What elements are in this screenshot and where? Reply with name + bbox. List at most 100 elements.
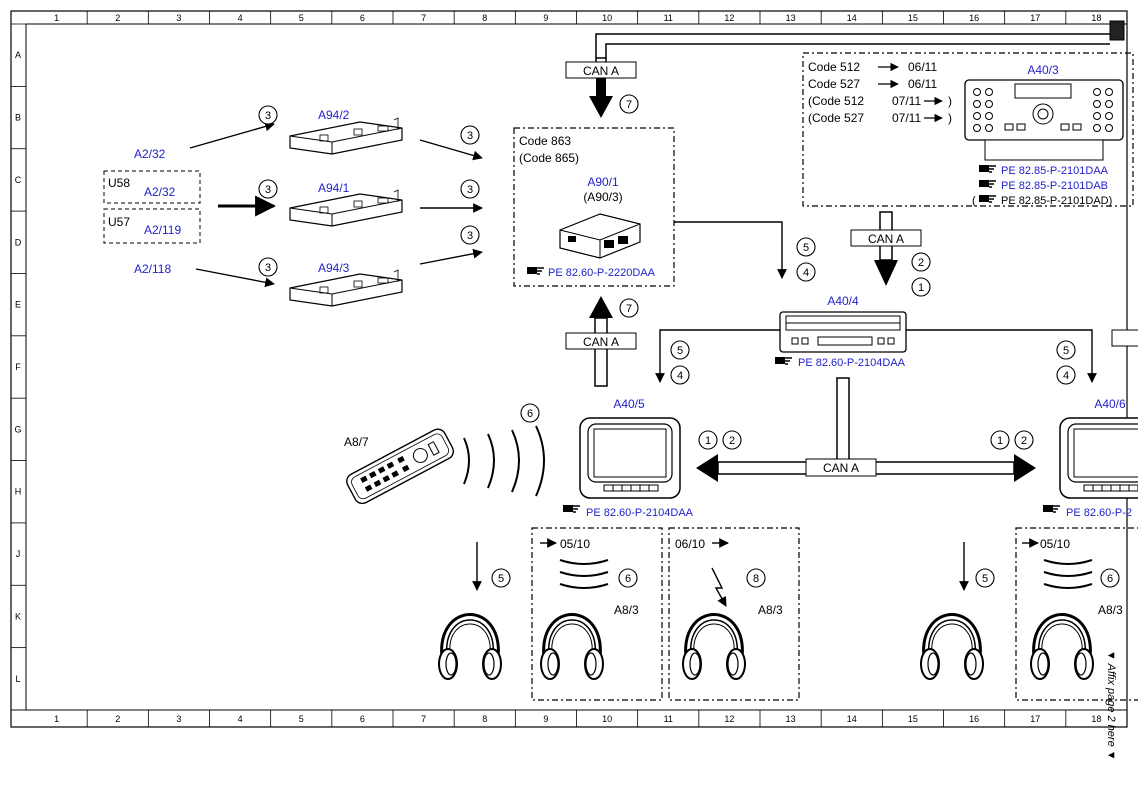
label-a94-3: A94/3 bbox=[318, 261, 350, 275]
callout-number: 7 bbox=[626, 303, 632, 315]
code-512: Code 512 bbox=[808, 60, 860, 74]
grid-column-label: 18 bbox=[1091, 714, 1101, 724]
code-527b: (Code 527 bbox=[808, 111, 864, 125]
code-863: Code 863 bbox=[519, 134, 571, 148]
callout-number: 4 bbox=[1063, 370, 1069, 382]
callout-circle bbox=[670, 365, 690, 385]
callout-number: 3 bbox=[467, 230, 473, 242]
can-label-right: CAN A bbox=[868, 232, 904, 246]
callout-circle bbox=[619, 94, 639, 114]
callout-number: 5 bbox=[498, 573, 504, 585]
arrow-glyphs bbox=[878, 62, 943, 123]
grid-row-label: A bbox=[15, 50, 21, 60]
headphone-icon bbox=[437, 613, 503, 681]
svg-text:(: ( bbox=[972, 195, 976, 207]
callout-number: 1 bbox=[997, 435, 1003, 447]
headphone-icon bbox=[681, 613, 747, 681]
label-a2-32-box: A2/32 bbox=[144, 185, 176, 199]
grid-row-label: F bbox=[15, 362, 21, 372]
callout-number: 4 bbox=[677, 370, 683, 382]
grid-column-label: 2 bbox=[115, 13, 120, 23]
ref-a40-6: PE 82.60-P-2 bbox=[1066, 507, 1132, 519]
u58-box bbox=[103, 170, 201, 204]
a40-3-box bbox=[802, 52, 1134, 207]
label-a40-5: A40/5 bbox=[613, 397, 645, 411]
callout-number: 3 bbox=[265, 262, 271, 274]
grid-row-label: L bbox=[15, 674, 20, 684]
label-a94-1: A94/1 bbox=[318, 181, 350, 195]
label-a8-3-1: A8/3 bbox=[614, 603, 639, 617]
grid-column-label: 8 bbox=[482, 714, 487, 724]
grid-column-label: 6 bbox=[360, 714, 365, 724]
grid-column-label: 4 bbox=[238, 714, 243, 724]
top-bus-lines bbox=[595, 20, 1125, 58]
a40-3-codes: Code 512 06/11 Code 527 06/11 (Code 512 … bbox=[808, 60, 952, 125]
grid-column-label: 13 bbox=[786, 714, 796, 724]
grid-column-label: 10 bbox=[602, 714, 612, 724]
a90-device bbox=[559, 213, 641, 259]
code-865: (Code 865) bbox=[519, 151, 579, 165]
callout-circle bbox=[258, 179, 278, 199]
label-a2-118: A2/118 bbox=[134, 262, 171, 276]
affix-note: ▼ Affix page 2 here ▼ bbox=[1105, 650, 1117, 761]
grid-column-label: 11 bbox=[664, 714, 673, 724]
grid-column-label: 15 bbox=[908, 13, 918, 23]
grid-row-label: E bbox=[15, 300, 21, 310]
can-label-horizontal: CAN A bbox=[823, 461, 859, 475]
label-a8-3-3: A8/3 bbox=[1098, 603, 1123, 617]
a40-5-monitor bbox=[579, 417, 681, 499]
callout-number: 5 bbox=[1063, 345, 1069, 357]
grid-column-label: 7 bbox=[421, 13, 426, 23]
grid-column-label: 6 bbox=[360, 13, 365, 23]
a94-1-module bbox=[289, 189, 403, 227]
a40-3-head-unit bbox=[964, 79, 1124, 161]
grid-column-label: 1 bbox=[54, 714, 59, 724]
callout-circle bbox=[1014, 430, 1034, 450]
a8-3-box-2 bbox=[668, 527, 800, 701]
headphone-icon bbox=[919, 613, 985, 681]
label-a2-32-top: A2/32 bbox=[134, 147, 166, 161]
ref-a90: PE 82.60-P-2220DAA bbox=[548, 267, 656, 279]
code-527b-date: 07/11 bbox=[892, 111, 921, 125]
a40-6-monitor bbox=[1059, 417, 1138, 499]
close-paren-1: ) bbox=[948, 94, 952, 108]
code-527-date: 06/11 bbox=[908, 77, 937, 91]
label-a8-3-2: A8/3 bbox=[758, 603, 783, 617]
grid-column-label: 3 bbox=[176, 13, 181, 23]
callout-number: 3 bbox=[467, 184, 473, 196]
label-u57: U57 bbox=[108, 215, 130, 229]
callout-circle bbox=[911, 252, 931, 272]
date-0610: 06/10 bbox=[675, 537, 705, 551]
callout-circle bbox=[911, 277, 931, 297]
grid-column-label: 4 bbox=[238, 13, 243, 23]
label-a2-119: A2/119 bbox=[144, 223, 181, 237]
grid-column-label: 5 bbox=[299, 13, 304, 23]
grid-column-label: 9 bbox=[543, 13, 548, 23]
grid-column-label: 16 bbox=[969, 714, 979, 724]
grid-row-label: B bbox=[15, 113, 21, 123]
ref-a40-5: PE 82.60-P-2104DAA bbox=[586, 507, 694, 519]
a90-box bbox=[513, 127, 675, 287]
grid-row-label: G bbox=[14, 424, 21, 434]
grid-column-label: 8 bbox=[482, 13, 487, 23]
label-a90-1: A90/1 bbox=[587, 175, 619, 189]
callout-circle bbox=[460, 225, 480, 245]
callout-circle bbox=[1100, 568, 1120, 588]
callout-circle bbox=[722, 430, 742, 450]
grid-column-label: 12 bbox=[724, 13, 734, 23]
callout-number: 5 bbox=[803, 242, 809, 254]
callout-number: 5 bbox=[677, 345, 683, 357]
can-label-left: CAN A bbox=[583, 335, 619, 349]
grid-row-label: K bbox=[15, 611, 21, 621]
a94-2-module bbox=[289, 117, 403, 155]
can-label-top: CAN A bbox=[583, 64, 619, 78]
grid-ruler: 1122334455667788991010111112121313141415… bbox=[11, 11, 1128, 727]
grid-column-label: 2 bbox=[115, 714, 120, 724]
audio-waves bbox=[559, 559, 1093, 589]
headphone-icon bbox=[1029, 613, 1095, 681]
callout-number: 3 bbox=[467, 130, 473, 142]
callout-circle bbox=[796, 262, 816, 282]
grid-column-label: 12 bbox=[724, 714, 734, 724]
can-a-right-vertical bbox=[850, 211, 922, 286]
